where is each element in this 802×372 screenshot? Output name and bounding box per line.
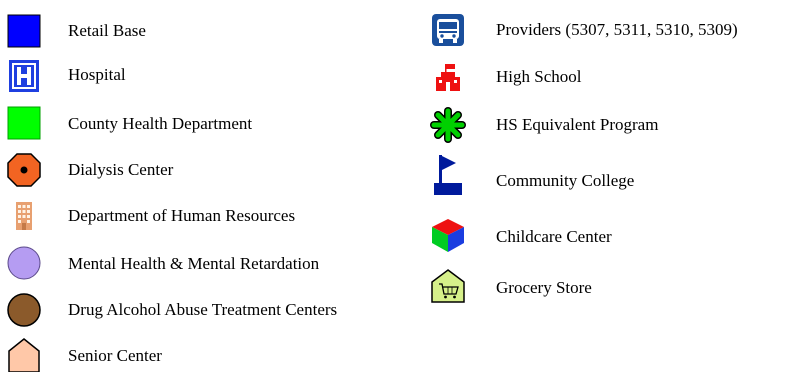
school-building-icon (430, 59, 466, 95)
grocery-house-icon (430, 268, 466, 304)
legend-label: Providers (5307, 5311, 5310, 5309) (496, 20, 738, 39)
legend-label: Childcare Center (496, 227, 612, 246)
legend-label: Community College (496, 171, 635, 190)
legend-label: Retail Base (68, 21, 146, 40)
legend-label: Mental Health & Mental Retardation (68, 254, 320, 273)
hospital-h-icon (6, 58, 42, 94)
dialysis-octagon-icon (6, 152, 42, 188)
legend-label: High School (496, 67, 582, 86)
building-icon (6, 198, 42, 234)
legend-label: Department of Human Resources (68, 206, 296, 225)
legend-label: Drug Alcohol Abuse Treatment Centers (68, 300, 338, 319)
blue-square-icon (6, 13, 42, 49)
green-asterisk-icon (430, 107, 466, 143)
legend-label: Hospital (68, 65, 126, 84)
legend-label: HS Equivalent Program (496, 115, 659, 134)
legend-label: County Health Department (68, 114, 253, 133)
legend-label: Senior Center (68, 346, 162, 365)
flag-icon (430, 153, 466, 197)
childcare-cube-icon (430, 217, 466, 253)
brown-circle-icon (6, 292, 42, 328)
house-outline-icon (6, 336, 42, 372)
lavender-circle-icon (6, 245, 42, 281)
bus-icon (430, 12, 466, 48)
green-square-icon (6, 105, 42, 141)
legend-label: Grocery Store (496, 278, 592, 297)
legend-label: Dialysis Center (68, 160, 174, 179)
